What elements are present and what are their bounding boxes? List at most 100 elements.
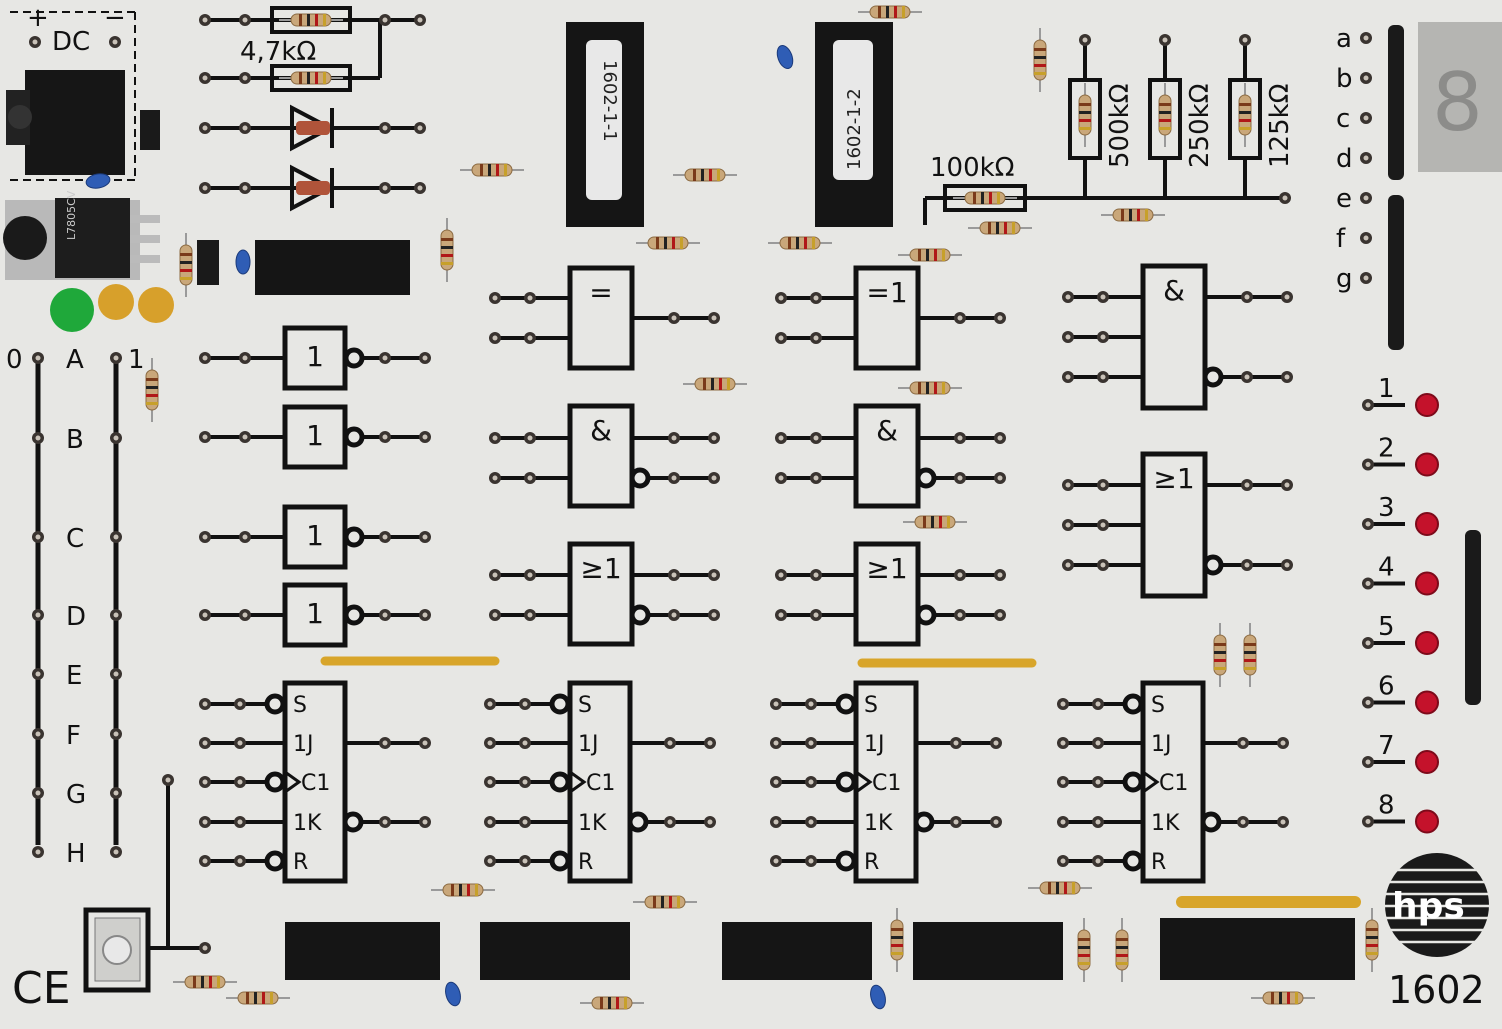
ff2-pin-1j: 1J bbox=[578, 732, 599, 757]
logic-gates: 1 1 1 1 = & ≥1 =1 & ≥1 & ≥1 bbox=[199, 263, 1293, 648]
ff1-pin-r: R bbox=[293, 850, 308, 875]
ff4-pin-1k: 1K bbox=[1151, 811, 1180, 836]
segment-label-b: b bbox=[1336, 64, 1353, 94]
brand-label: hps bbox=[1392, 886, 1465, 927]
dc-minus-label: − bbox=[104, 3, 126, 33]
switch-label-b: B bbox=[66, 425, 84, 455]
led-label-3: 3 bbox=[1378, 493, 1395, 523]
seven-segment-display bbox=[1418, 22, 1502, 172]
switch-label-a: A bbox=[66, 345, 84, 375]
ff1-pin-1j: 1J bbox=[293, 732, 314, 757]
inverter-b-symbol: 1 bbox=[306, 419, 324, 452]
push-button[interactable] bbox=[102, 935, 132, 965]
led-7 bbox=[1415, 750, 1439, 774]
switch-label-g: G bbox=[66, 780, 86, 810]
inverter-a: 1 bbox=[199, 325, 431, 391]
ff3-pin-1j: 1J bbox=[864, 732, 885, 757]
ff3-pin-1k: 1K bbox=[864, 811, 893, 836]
jk-flipflop-2: S 1J C1 1K R bbox=[484, 680, 716, 884]
switch-label-f: F bbox=[66, 721, 81, 751]
segment-label-c: c bbox=[1336, 104, 1350, 134]
ff4-pin-r: R bbox=[1151, 850, 1166, 875]
inverter-a-symbol: 1 bbox=[306, 340, 324, 373]
segment-label-g: g bbox=[1336, 264, 1353, 294]
and-gate-2-symbol: & bbox=[876, 414, 898, 447]
or-gate-2: ≥1 bbox=[775, 541, 1006, 647]
and-gate-3input-symbol: & bbox=[1163, 274, 1185, 307]
ff1-pin-c1: C1 bbox=[301, 771, 330, 796]
inverter-c-symbol: 1 bbox=[306, 519, 324, 552]
led-5 bbox=[1415, 631, 1439, 655]
inverter-d: 1 bbox=[199, 582, 431, 648]
ff3-pin-c1: C1 bbox=[872, 771, 901, 796]
push-button-area bbox=[83, 774, 211, 993]
dc-power-area: + − DC L7805CV bbox=[3, 3, 219, 332]
led-label-5: 5 bbox=[1378, 612, 1395, 642]
ff4-pin-c1: C1 bbox=[1159, 771, 1188, 796]
seven-segment-digit: 8 bbox=[1432, 56, 1483, 149]
ff1-pin-1k: 1K bbox=[293, 811, 322, 836]
ff3-pin-r: R bbox=[864, 850, 879, 875]
ff2-pin-1k: 1K bbox=[578, 811, 607, 836]
or-gate-2-symbol: ≥1 bbox=[866, 552, 907, 585]
ic-1602-1-1: 1602-1-1 bbox=[566, 22, 644, 227]
led-4 bbox=[1415, 571, 1439, 596]
led-label-7: 7 bbox=[1378, 731, 1395, 761]
jk-flipflop-1: S 1J C1 1K R bbox=[199, 680, 431, 884]
or-gate-1: ≥1 bbox=[489, 541, 720, 647]
model-number: 1602 bbox=[1388, 968, 1485, 1012]
inverter-d-symbol: 1 bbox=[306, 597, 324, 630]
resistor-500k-label: 500kΩ bbox=[1105, 83, 1135, 168]
segment-label-f: f bbox=[1336, 224, 1346, 254]
ff2-pin-r: R bbox=[578, 850, 593, 875]
ff2-pin-c1: C1 bbox=[586, 771, 615, 796]
ff3-pin-s: S bbox=[864, 693, 878, 718]
ic-small-top bbox=[255, 240, 410, 295]
or-gate-3input: ≥1 bbox=[1062, 451, 1293, 599]
xnor-gate-symbol: = bbox=[589, 276, 612, 309]
resistor-100k-label: 100kΩ bbox=[930, 153, 1015, 183]
led-8 bbox=[1415, 809, 1439, 834]
and-gate-3input: & bbox=[1062, 263, 1293, 411]
led-label-4: 4 bbox=[1378, 553, 1395, 583]
switch-label-c: C bbox=[66, 524, 84, 554]
xor-gate: =1 bbox=[775, 265, 1006, 371]
top-network: 4,7kΩ bbox=[199, 6, 426, 212]
led-label-1: 1 bbox=[1378, 374, 1395, 404]
switch-label-e: E bbox=[66, 661, 82, 691]
xnor-gate: = bbox=[489, 265, 720, 371]
and-gate-2: & bbox=[775, 403, 1006, 509]
segment-label-e: e bbox=[1336, 184, 1352, 214]
led-label-2: 2 bbox=[1378, 434, 1395, 464]
dc-jack[interactable] bbox=[25, 70, 125, 175]
dac-ladder: 100kΩ 500kΩ 250kΩ 125kΩ bbox=[923, 27, 1295, 235]
jk-flipflop-3: S 1J C1 1K R bbox=[770, 680, 1002, 884]
green-led bbox=[50, 288, 94, 332]
led-3 bbox=[1415, 512, 1439, 536]
segment-label-d: d bbox=[1336, 144, 1353, 174]
resistor-125k-label: 125kΩ bbox=[1265, 83, 1295, 168]
ff1-pin-s: S bbox=[293, 693, 307, 718]
or-gate-1-symbol: ≥1 bbox=[580, 552, 621, 585]
xor-gate-symbol: =1 bbox=[866, 276, 907, 309]
and-gate-1: & bbox=[489, 403, 720, 509]
switch-label-d: D bbox=[66, 602, 86, 632]
regulator-label: L7805CV bbox=[65, 190, 78, 240]
dc-label: DC bbox=[52, 27, 90, 57]
led-6 bbox=[1415, 690, 1439, 715]
and-gate-1-symbol: & bbox=[590, 414, 612, 447]
ff2-pin-s: S bbox=[578, 693, 592, 718]
ic1-label: 1602-1-1 bbox=[599, 60, 620, 142]
ic2-label: 1602-1-2 bbox=[844, 88, 865, 170]
ic-1602-1-2: 1602-1-2 bbox=[815, 22, 893, 227]
ff4-pin-s: S bbox=[1151, 693, 1165, 718]
switch-zero-label: 0 bbox=[6, 345, 23, 375]
switch-one-label: 1 bbox=[128, 345, 145, 375]
